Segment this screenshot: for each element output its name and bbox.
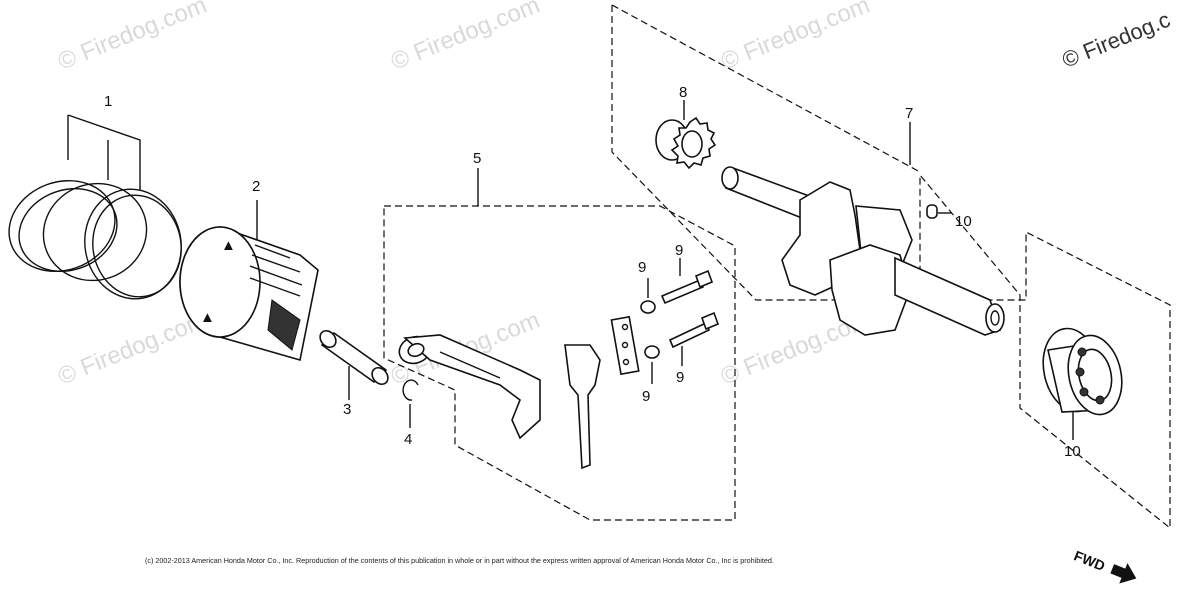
copyright-notice: (c) 2002-2013 American Honda Motor Co., … bbox=[145, 556, 774, 565]
piston-rings bbox=[8, 114, 182, 300]
callout-7: 7 bbox=[905, 105, 913, 122]
callout-10-lower: 9 bbox=[642, 388, 650, 405]
callout-10-upper: 9 bbox=[638, 259, 646, 276]
rod-bolts bbox=[610, 258, 720, 384]
callout-1: 1 bbox=[104, 93, 112, 110]
watermark-text: © Firedog.com bbox=[54, 306, 210, 390]
callout-4: 4 bbox=[404, 431, 412, 448]
callout-9-lower: 9 bbox=[676, 369, 684, 386]
callout-8: 8 bbox=[679, 84, 687, 101]
svg-text:▲: ▲ bbox=[221, 237, 236, 254]
connecting-rod bbox=[398, 168, 601, 470]
callout-12: 10 bbox=[1064, 443, 1081, 460]
watermark-text: © Firedog.com bbox=[387, 0, 543, 76]
crankshaft-bearing bbox=[1042, 327, 1123, 440]
watermark-text: © Firedog.com bbox=[717, 0, 873, 76]
crankshaft-gear bbox=[655, 100, 717, 170]
group-outlines bbox=[383, 4, 1171, 530]
crankshaft bbox=[721, 122, 1005, 336]
crankshaft-key bbox=[926, 204, 952, 219]
fwd-label: FWD bbox=[1072, 547, 1108, 574]
callout-2: 2 bbox=[252, 178, 260, 195]
crankshaft-group-outline-top bbox=[611, 4, 921, 173]
svg-text:▲: ▲ bbox=[200, 309, 215, 326]
piston: ▲ ▲ bbox=[179, 200, 319, 362]
forward-direction-indicator: FWD bbox=[1072, 547, 1137, 584]
callout-labels: 1 2 3 4 5 8 7 10 9 9 9 9 10 bbox=[104, 84, 1081, 460]
watermark-text: © Firedog.com bbox=[54, 0, 210, 76]
callout-5: 5 bbox=[473, 150, 481, 167]
piston-pin bbox=[319, 329, 389, 400]
callout-11: 10 bbox=[955, 213, 972, 230]
crankshaft-group-outline bbox=[611, 5, 1171, 530]
callout-3: 3 bbox=[343, 401, 351, 418]
forward-arrow-icon bbox=[1110, 563, 1137, 584]
watermark-corner-text: © Firedog.c bbox=[1059, 7, 1174, 73]
piston-pin-clip bbox=[402, 379, 419, 428]
callout-9-upper: 9 bbox=[675, 242, 683, 259]
